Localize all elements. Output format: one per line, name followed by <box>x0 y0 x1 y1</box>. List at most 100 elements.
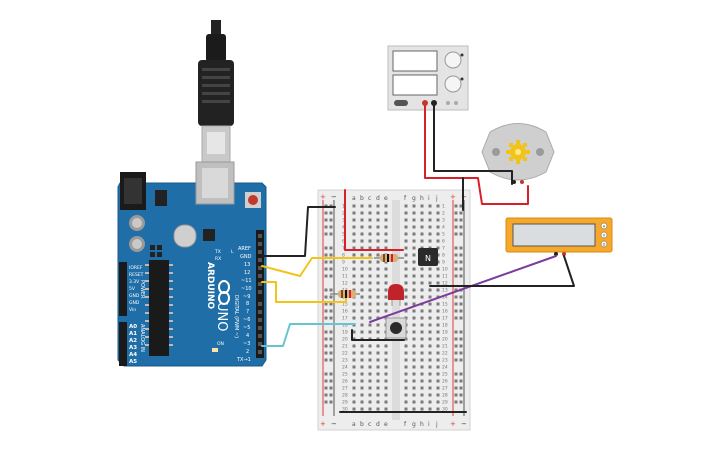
rail-hole[interactable] <box>459 379 463 383</box>
breadboard-hole[interactable] <box>420 309 424 313</box>
breadboard-hole[interactable] <box>436 281 440 285</box>
breadboard-hole[interactable] <box>360 372 364 376</box>
breadboard-hole[interactable] <box>412 323 416 327</box>
breadboard-hole[interactable] <box>384 267 388 271</box>
breadboard-hole[interactable] <box>412 309 416 313</box>
breadboard-hole[interactable] <box>420 211 424 215</box>
rail-hole[interactable] <box>329 337 333 341</box>
rail-hole[interactable] <box>454 330 458 334</box>
rail-hole[interactable] <box>454 309 458 313</box>
rail-hole[interactable] <box>329 393 333 397</box>
rail-hole[interactable] <box>459 400 463 404</box>
rail-hole[interactable] <box>329 309 333 313</box>
wire-black-supply[interactable] <box>433 105 513 185</box>
rail-hole[interactable] <box>459 232 463 236</box>
wire-cyan-2[interactable] <box>261 323 356 347</box>
rail-hole[interactable] <box>454 232 458 236</box>
rail-hole[interactable] <box>324 232 328 236</box>
breadboard-hole[interactable] <box>404 365 408 369</box>
breadboard-hole[interactable] <box>368 295 372 299</box>
rail-hole[interactable] <box>329 351 333 355</box>
rail-hole[interactable] <box>329 379 333 383</box>
breadboard-hole[interactable] <box>420 351 424 355</box>
breadboard-hole[interactable] <box>368 372 372 376</box>
breadboard-hole[interactable] <box>384 246 388 250</box>
rail-hole[interactable] <box>454 337 458 341</box>
breadboard-hole[interactable] <box>420 295 424 299</box>
breadboard-hole[interactable] <box>428 358 432 362</box>
rail-hole[interactable] <box>329 372 333 376</box>
breadboard-hole[interactable] <box>404 232 408 236</box>
breadboard-hole[interactable] <box>376 407 380 411</box>
rail-hole[interactable] <box>459 246 463 250</box>
breadboard-hole[interactable] <box>376 288 380 292</box>
multimeter-button-a[interactable]: A <box>603 225 606 229</box>
breadboard-hole[interactable] <box>412 239 416 243</box>
breadboard-hole[interactable] <box>420 316 424 320</box>
breadboard-hole[interactable] <box>436 274 440 278</box>
breadboard-hole[interactable] <box>368 239 372 243</box>
breadboard-hole[interactable] <box>412 302 416 306</box>
breadboard-hole[interactable] <box>360 344 364 348</box>
breadboard-hole[interactable] <box>384 393 388 397</box>
breadboard-hole[interactable] <box>360 232 364 236</box>
breadboard-hole[interactable] <box>360 330 364 334</box>
pushbutton[interactable] <box>385 317 407 339</box>
breadboard-hole[interactable] <box>368 260 372 264</box>
breadboard-hole[interactable] <box>352 211 356 215</box>
breadboard-hole[interactable] <box>352 239 356 243</box>
breadboard-hole[interactable] <box>384 379 388 383</box>
breadboard-hole[interactable] <box>412 232 416 236</box>
breadboard-hole[interactable] <box>360 309 364 313</box>
rail-hole[interactable] <box>324 218 328 222</box>
breadboard-hole[interactable] <box>428 211 432 215</box>
breadboard-hole[interactable] <box>360 316 364 320</box>
breadboard-hole[interactable] <box>360 260 364 264</box>
breadboard-hole[interactable] <box>412 386 416 390</box>
breadboard-hole[interactable] <box>376 393 380 397</box>
breadboard-hole[interactable] <box>368 211 372 215</box>
breadboard-hole[interactable] <box>412 281 416 285</box>
breadboard-hole[interactable] <box>436 358 440 362</box>
breadboard-hole[interactable] <box>376 211 380 215</box>
breadboard-hole[interactable] <box>412 358 416 362</box>
breadboard-hole[interactable] <box>428 309 432 313</box>
rail-hole[interactable] <box>459 393 463 397</box>
breadboard-hole[interactable] <box>436 351 440 355</box>
breadboard-hole[interactable] <box>412 379 416 383</box>
breadboard-hole[interactable] <box>368 344 372 348</box>
breadboard-hole[interactable] <box>436 400 440 404</box>
breadboard-hole[interactable] <box>376 218 380 222</box>
breadboard-hole[interactable] <box>428 218 432 222</box>
breadboard-hole[interactable] <box>420 225 424 229</box>
rail-hole[interactable] <box>324 295 328 299</box>
breadboard-hole[interactable] <box>384 218 388 222</box>
breadboard-hole[interactable] <box>436 288 440 292</box>
breadboard-hole[interactable] <box>428 365 432 369</box>
breadboard-hole[interactable] <box>384 274 388 278</box>
breadboard-hole[interactable] <box>436 407 440 411</box>
rail-hole[interactable] <box>324 400 328 404</box>
breadboard-hole[interactable] <box>368 232 372 236</box>
breadboard-hole[interactable] <box>360 246 364 250</box>
breadboard-hole[interactable] <box>428 204 432 208</box>
rail-hole[interactable] <box>459 358 463 362</box>
rail-hole[interactable] <box>454 344 458 348</box>
breadboard-hole[interactable] <box>384 232 388 236</box>
breadboard-hole[interactable] <box>368 400 372 404</box>
breadboard-hole[interactable] <box>376 239 380 243</box>
rail-hole[interactable] <box>324 393 328 397</box>
breadboard-hole[interactable] <box>428 281 432 285</box>
breadboard-hole[interactable] <box>376 302 380 306</box>
breadboard-hole[interactable] <box>360 274 364 278</box>
breadboard-hole[interactable] <box>352 218 356 222</box>
rail-hole[interactable] <box>454 288 458 292</box>
breadboard-hole[interactable] <box>368 267 372 271</box>
breadboard-hole[interactable] <box>376 274 380 278</box>
rail-hole[interactable] <box>454 274 458 278</box>
breadboard-hole[interactable] <box>376 330 380 334</box>
breadboard-hole[interactable] <box>368 316 372 320</box>
breadboard-hole[interactable] <box>360 302 364 306</box>
rail-hole[interactable] <box>329 302 333 306</box>
breadboard-hole[interactable] <box>352 309 356 313</box>
